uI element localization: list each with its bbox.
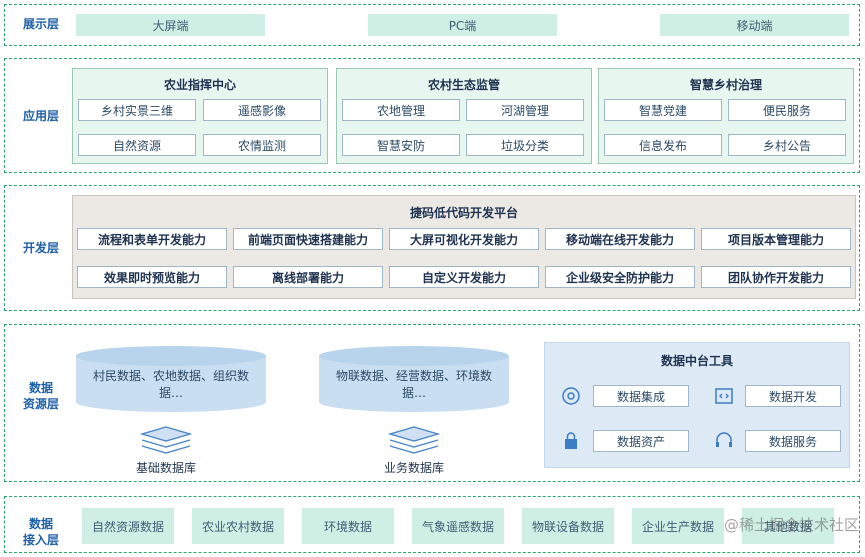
dev-capability-mobile: 移动端在线开发能力 <box>545 228 695 250</box>
access-item-environment[interactable]: 环境数据 <box>302 508 394 544</box>
data-resource-layer <box>4 324 860 482</box>
data-resource-layer-label: 数据 资源层 <box>14 380 68 412</box>
headset-service-icon <box>716 432 732 447</box>
label-line: 数据 <box>28 517 53 531</box>
label-line: 接入层 <box>22 533 59 547</box>
cylinder-top <box>319 346 509 366</box>
application-layer <box>4 58 860 173</box>
dev-capability-security: 企业级安全防护能力 <box>545 266 695 288</box>
dev-capability-bigscreen: 大屏可视化开发能力 <box>389 228 539 250</box>
display-layer <box>4 4 860 46</box>
display-layer-label: 展示层 <box>22 17 59 31</box>
cylinder-top <box>76 346 266 366</box>
app-item-natural-resources[interactable]: 自然资源 <box>78 134 196 156</box>
tool-data-assets[interactable]: 数据资产 <box>593 430 689 452</box>
app-item-crop-monitoring[interactable]: 农情监测 <box>203 134 321 156</box>
data-integration-icon <box>562 387 580 405</box>
cylinder-bottom <box>76 392 266 412</box>
code-icon <box>715 388 733 404</box>
app-item-waste-sorting[interactable]: 垃圾分类 <box>466 134 584 156</box>
display-item-mobile[interactable]: 移动端 <box>660 14 849 36</box>
app-group-title: 农业指挥中心 <box>163 78 236 92</box>
database-stack-icon <box>140 426 192 454</box>
app-item-village-notice[interactable]: 乡村公告 <box>728 134 846 156</box>
label-line: 数据 <box>28 381 53 395</box>
app-item-river-mgmt[interactable]: 河湖管理 <box>466 99 584 121</box>
data-middle-platform-title: 数据中台工具 <box>660 354 733 368</box>
business-database-content: 物联数据、经营数据、环境数据… <box>335 369 492 400</box>
app-item-info-release[interactable]: 信息发布 <box>604 134 722 156</box>
dev-capability-collab: 团队协作开发能力 <box>701 266 851 288</box>
access-item-enterprise-production[interactable]: 企业生产数据 <box>632 508 724 544</box>
development-layer <box>4 185 860 311</box>
data-access-layer-label: 数据 接入层 <box>14 516 68 548</box>
display-item-bigscreen[interactable]: 大屏端 <box>76 14 265 36</box>
business-database-cylinder: 物联数据、经营数据、环境数据… <box>319 346 509 412</box>
app-item-village-3d[interactable]: 乡村实景三维 <box>78 99 196 121</box>
app-group-title: 智慧乡村治理 <box>689 78 762 92</box>
cylinder-bottom <box>319 392 509 412</box>
app-item-farmland-mgmt[interactable]: 农地管理 <box>342 99 460 121</box>
tool-data-integration[interactable]: 数据集成 <box>593 385 689 407</box>
app-item-remote-imagery[interactable]: 遥感影像 <box>203 99 321 121</box>
dev-capability-preview: 效果即时预览能力 <box>77 266 227 288</box>
dev-capability-flow-form: 流程和表单开发能力 <box>77 228 227 250</box>
label-line: 资源层 <box>22 397 59 411</box>
dev-capability-versioning: 项目版本管理能力 <box>701 228 851 250</box>
app-group-title: 农村生态监管 <box>427 78 500 92</box>
tool-data-development[interactable]: 数据开发 <box>745 385 841 407</box>
display-item-pc[interactable]: PC端 <box>368 14 557 36</box>
app-item-smart-security[interactable]: 智慧安防 <box>342 134 460 156</box>
business-database-label: 业务数据库 <box>383 461 444 475</box>
base-database-content: 村民数据、农地数据、组织数据… <box>92 369 249 400</box>
tool-data-service[interactable]: 数据服务 <box>745 430 841 452</box>
base-database-cylinder: 村民数据、农地数据、组织数据… <box>76 346 266 412</box>
lowcode-platform-title: 捷码低代码开发平台 <box>409 206 518 220</box>
base-database-label: 基础数据库 <box>135 461 196 475</box>
watermark: @稀土掘金技术社区 <box>723 516 859 534</box>
asset-lock-icon <box>565 432 577 449</box>
dev-capability-offline: 离线部署能力 <box>233 266 383 288</box>
access-item-natural-resources[interactable]: 自然资源数据 <box>82 508 174 544</box>
development-layer-label: 开发层 <box>22 241 59 255</box>
access-item-weather-remote[interactable]: 气象遥感数据 <box>412 508 504 544</box>
application-layer-label: 应用层 <box>22 109 59 123</box>
data-access-layer <box>4 496 860 553</box>
dev-capability-page-build: 前端页面快速搭建能力 <box>233 228 383 250</box>
database-stack-icon <box>388 426 440 454</box>
access-item-iot-device[interactable]: 物联设备数据 <box>522 508 614 544</box>
app-item-public-service[interactable]: 便民服务 <box>728 99 846 121</box>
app-item-smart-party[interactable]: 智慧党建 <box>604 99 722 121</box>
dev-capability-custom: 自定义开发能力 <box>389 266 539 288</box>
access-item-agriculture[interactable]: 农业农村数据 <box>192 508 284 544</box>
access-item-other[interactable]: 其他数据 <box>742 508 834 544</box>
